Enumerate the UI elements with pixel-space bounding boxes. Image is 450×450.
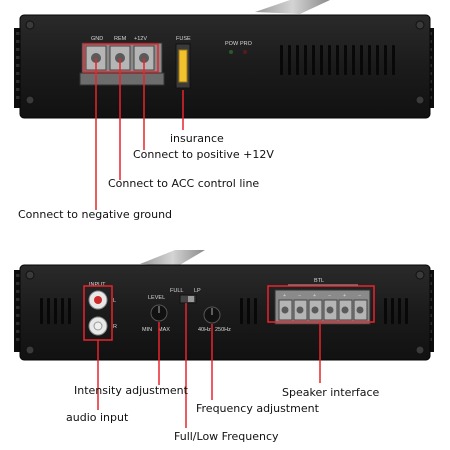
- intensity-callout: Intensity adjustment: [74, 384, 188, 397]
- level-label: LEVEL: [148, 295, 165, 301]
- freq-min-label: 40Hz: [198, 327, 211, 333]
- screw-icon: [415, 270, 425, 280]
- channel-r-label: R: [113, 324, 117, 330]
- screw-icon: [415, 20, 425, 30]
- speaker-pin-label: −: [358, 293, 361, 299]
- full-label: FULL: [170, 288, 183, 294]
- frequency-callout: Frequency adjustment: [196, 402, 319, 415]
- top-end-panel: [19, 14, 431, 119]
- bottom-amplifier: INPUT L R LEVEL MIN MAX FULL LP 40Hz 250…: [14, 250, 434, 361]
- screw-icon: [25, 95, 35, 105]
- top-callout-lines: [83, 43, 184, 210]
- freq-max-label: 250Hz: [215, 327, 231, 333]
- terminal-highlight-box: [83, 43, 159, 73]
- acc-callout: Connect to ACC control line: [108, 177, 260, 190]
- speaker-pin-label: +: [313, 293, 316, 299]
- speaker-pin-label: −: [328, 293, 331, 299]
- screw-icon: [415, 345, 425, 355]
- level-min-label: MIN: [142, 327, 152, 333]
- protect-led-icon: [243, 50, 247, 54]
- heatsink-fin: [255, 0, 330, 14]
- fuse-label: FUSE: [176, 36, 191, 42]
- screw-icon: [25, 270, 35, 280]
- pow-label: POW: [225, 41, 239, 47]
- vent-grille: [240, 298, 408, 324]
- speaker-pin-label: +: [283, 293, 286, 299]
- channel-l-label: L: [113, 298, 116, 304]
- full-low-callout: Full/Low Frequency: [174, 430, 279, 443]
- audio-input-callout: audio input: [66, 411, 129, 424]
- speaker-highlight-box: [267, 285, 375, 323]
- speaker-callout: Speaker interface: [282, 386, 380, 399]
- plus12v-label: +12V: [134, 36, 147, 42]
- vent-grille: [40, 298, 71, 324]
- rem-label: REM: [114, 36, 127, 42]
- screw-icon: [25, 345, 35, 355]
- btl-label: BTL: [314, 278, 324, 284]
- heatsink-fin: [140, 250, 205, 266]
- speaker-pin-label: −: [298, 293, 301, 299]
- input-label: INPUT: [89, 282, 106, 288]
- ground-callout: Connect to negative ground: [18, 208, 173, 221]
- screw-icon: [415, 95, 425, 105]
- positive-callout: Connect to positive +12V: [133, 148, 274, 161]
- bottom-callout-lines: [83, 285, 375, 428]
- pro-label: PRO: [240, 41, 253, 47]
- bottom-end-panel: [19, 264, 431, 361]
- gnd-label: GND: [91, 36, 103, 42]
- screw-icon: [25, 20, 35, 30]
- speaker-pin-label: +: [343, 293, 346, 299]
- speaker-terminal-block: + − + − + −: [274, 289, 371, 325]
- power-led-icon: [229, 50, 233, 54]
- rca-right-icon: [93, 321, 103, 331]
- top-amplifier: GND REM +12V FUSE POW PRO: [14, 0, 434, 119]
- rca-left-icon: [94, 296, 102, 304]
- vent-grille: [280, 45, 395, 75]
- fuse-holder: FUSE: [175, 36, 191, 89]
- level-max-label: MAX: [158, 327, 170, 333]
- fuse-icon: [178, 49, 188, 83]
- lp-label: LP: [194, 288, 201, 294]
- insurance-callout: insurance: [170, 132, 224, 145]
